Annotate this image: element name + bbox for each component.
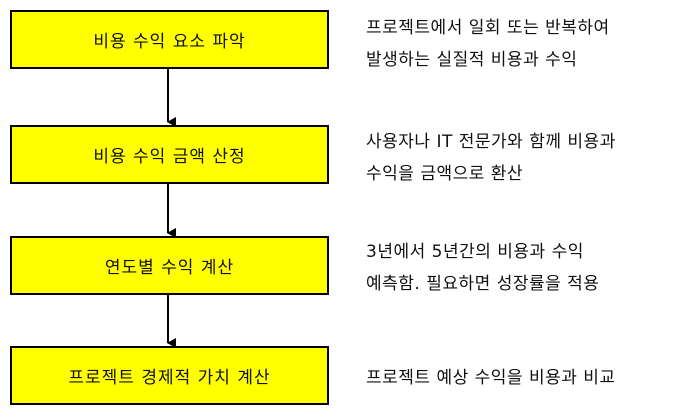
step-box-identify-elements: 비용 수익 요소 파악 [10, 10, 329, 69]
description-line: 프로젝트에서 일회 또는 반복하여 [366, 18, 610, 38]
step-box-economic-value: 프로젝트 경제적 가치 계산 [10, 346, 329, 405]
step-label: 프로젝트 경제적 가치 계산 [68, 368, 271, 388]
step-description-3: 3년에서 5년간의 비용과 수익 예측함. 필요하면 성장률을 적용 [366, 236, 671, 300]
step-description-4: 프로젝트 예상 수익을 비용과 비교 [366, 362, 671, 394]
description-line: 수익을 금액으로 환산 [366, 164, 524, 184]
description-line: 예측함. 필요하면 성장률을 적용 [366, 274, 600, 294]
step-label: 비용 수익 금액 산정 [93, 147, 246, 167]
description-line: 3년에서 5년간의 비용과 수익 [366, 242, 584, 262]
step-label: 연도별 수익 계산 [104, 258, 235, 278]
step-description-2: 사용자나 IT 전문가와 함께 비용과 수익을 금액으로 환산 [366, 126, 671, 190]
step-description-1: 프로젝트에서 일회 또는 반복하여 발생하는 실질적 비용과 수익 [366, 12, 671, 76]
description-line: 프로젝트 예상 수익을 비용과 비교 [366, 368, 616, 388]
description-line: 사용자나 IT 전문가와 함께 비용과 [366, 132, 616, 152]
step-box-estimate-amounts: 비용 수익 금액 산정 [10, 125, 329, 184]
step-box-yearly-calculation: 연도별 수익 계산 [10, 236, 329, 295]
step-label: 비용 수익 요소 파악 [93, 32, 246, 52]
description-line: 발생하는 실질적 비용과 수익 [366, 50, 578, 70]
